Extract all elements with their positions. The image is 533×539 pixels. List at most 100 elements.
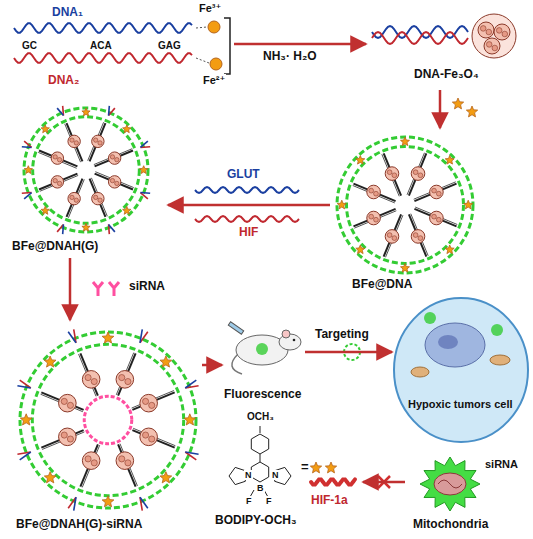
sirna-core (84, 396, 132, 444)
fe3o4-particle (82, 452, 100, 470)
nucleolus (438, 335, 458, 349)
fe3o4-particle (70, 195, 74, 199)
bodipy-star (356, 245, 365, 254)
glut-strand (109, 224, 115, 231)
dna-arm (67, 179, 83, 217)
process-arrow (234, 43, 366, 46)
glut-strand (74, 497, 76, 510)
glut-strand (140, 192, 150, 194)
dna-arm (414, 184, 456, 201)
text-label: Fe³⁺ (198, 2, 222, 15)
fe3o4-particle (436, 191, 441, 196)
dna-arm (95, 174, 133, 190)
fe3o4-particle (110, 178, 114, 182)
micelle-ring (24, 108, 148, 232)
fe3o4-particle (116, 452, 134, 470)
dna-arm (68, 179, 84, 217)
fe3o4-particle (85, 375, 91, 381)
fe3o4-particle (149, 402, 155, 408)
dna-arm (382, 154, 399, 196)
fe3o4-particle (149, 436, 155, 442)
dna-arm (65, 124, 81, 162)
bfe-dna-hg-micelle: BFe@DNAH(G) (6, 100, 168, 258)
fe3o4-particle (367, 185, 381, 199)
text-label: = (300, 460, 310, 475)
fe3o4-particle (436, 217, 441, 222)
bodipy-star (445, 156, 454, 165)
text-label: B (256, 483, 265, 493)
mouse-model: Fluorescence (222, 322, 305, 410)
dna-arm (409, 153, 426, 195)
fe3o4-particle (82, 371, 100, 389)
dna-arm (384, 153, 401, 195)
fe3o4-particle (392, 236, 397, 241)
fe3o4-particle (494, 24, 510, 40)
fe3o4-particle (478, 22, 494, 38)
bodipy-star (24, 166, 32, 174)
bodipy-star (337, 200, 346, 209)
bodipy-star (82, 223, 90, 231)
fe3o4-particle (125, 460, 131, 466)
fe3o4-particle (74, 141, 78, 145)
edge-label: NH₃· H₂O (262, 50, 318, 64)
dna-arm (353, 186, 395, 203)
tumor-cell (394, 298, 528, 442)
fe3o4-particle (413, 233, 418, 238)
glut-strand (57, 108, 63, 115)
dna-arm (94, 149, 132, 165)
fe3o4-particle (480, 26, 486, 32)
process-arrow (202, 364, 222, 367)
fe3o4-particle (387, 170, 392, 175)
fe3o4-particle (369, 188, 374, 193)
glut-strand (17, 386, 30, 388)
fe3o4-particle (53, 155, 57, 159)
fe3o4-particle (68, 135, 80, 147)
fe3o4-particle (119, 375, 125, 381)
text-label: GLUT (226, 168, 261, 182)
dna-arm (353, 209, 395, 226)
edge-label: siRNA (128, 280, 166, 294)
fe3o4-particle (94, 195, 98, 199)
fe3o4-particle (59, 394, 77, 412)
dna-arm (95, 151, 133, 167)
dna-arm (41, 394, 83, 412)
dna-arm (353, 184, 395, 201)
bodipy-star (160, 356, 172, 367)
pyrrole-ring (229, 467, 245, 484)
fe3o4-particle (110, 155, 114, 159)
dna-arm (39, 174, 77, 190)
bond (260, 454, 261, 462)
bodipy-star (452, 98, 463, 109)
dna-arm (414, 209, 456, 226)
fe3o4-particle (502, 31, 508, 37)
bodipy-star (310, 462, 321, 473)
dna-arm (88, 122, 104, 160)
text-label: Fe²⁺ (202, 74, 226, 87)
hif-1a: HIF-1a (305, 470, 363, 514)
node-label: BFe@DNA (352, 278, 412, 292)
nanoparticle (424, 312, 436, 324)
fe3o4-particle (392, 173, 397, 178)
node-label: HIF-1a (311, 494, 348, 508)
node-label: ACA (90, 40, 112, 52)
fe3o4-particle (140, 428, 158, 446)
bodipy-star (466, 106, 477, 117)
dna-arm (38, 152, 76, 168)
bodipy-star (41, 206, 49, 214)
node-label: BFe@DNAH(G) (12, 240, 98, 254)
fe3o4-particle (74, 198, 78, 202)
fe3o4-particle (369, 214, 374, 219)
fe3o4-particle (496, 28, 502, 34)
nucleus (425, 323, 485, 367)
bodipy-star (102, 332, 114, 343)
bodipy-star (82, 108, 90, 116)
fe3o4-particle (51, 152, 63, 164)
node-label: DNA-Fe₃O₄ (414, 68, 479, 82)
dna-arm (90, 179, 106, 217)
bodipy-star (102, 496, 114, 507)
dna-arm (90, 123, 106, 161)
dna-arm (40, 175, 78, 191)
fe3o4-particle (98, 198, 102, 202)
dna2-strand (372, 32, 468, 44)
